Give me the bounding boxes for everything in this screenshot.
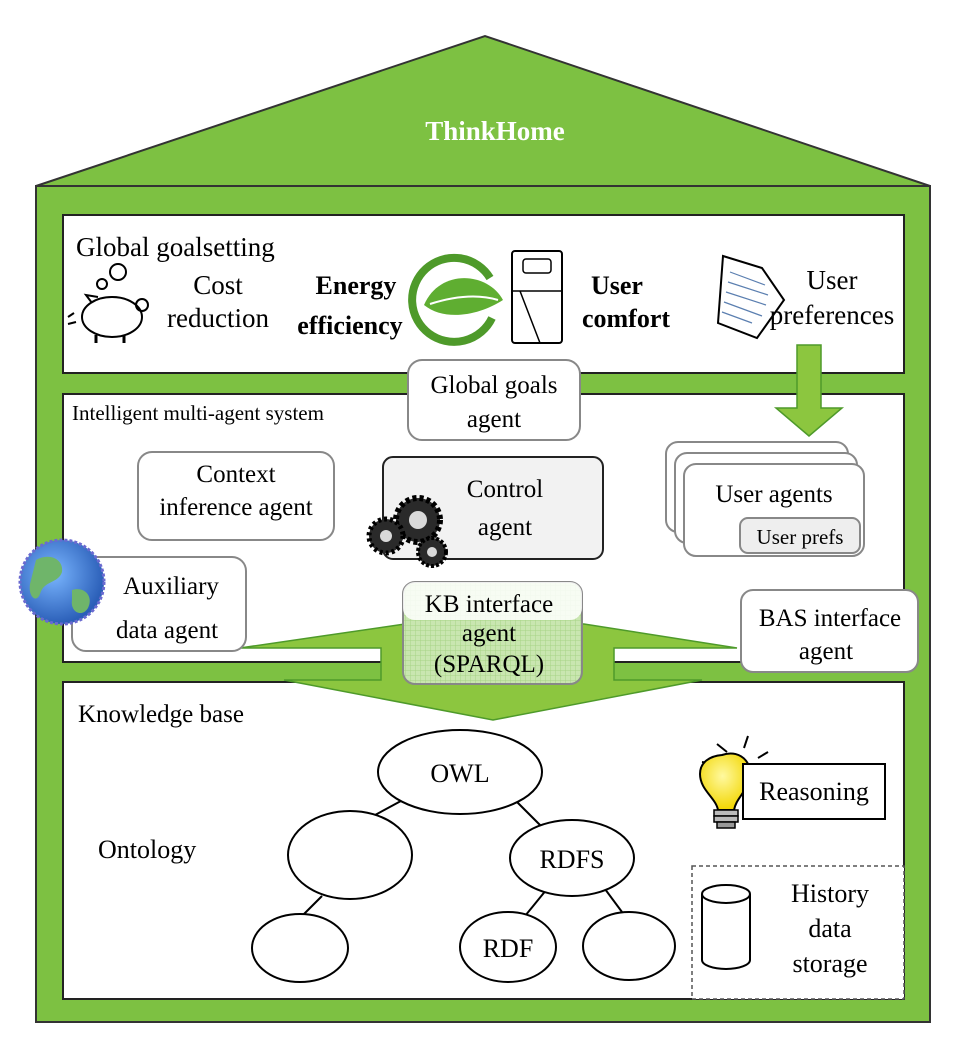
control-agent: Control agent [382, 456, 604, 560]
rdfs-node [509, 819, 635, 897]
global-goals-agent: Global goals agent [407, 359, 581, 441]
svg-text:Control: Control [467, 476, 543, 503]
ontology-label: Ontology [98, 835, 196, 864]
user-agents-stack: User agents User prefs [665, 441, 865, 557]
svg-text:Global goals: Global goals [430, 372, 557, 399]
svg-text:inference agent: inference agent [159, 494, 312, 521]
blank-node-bottom-left [251, 913, 349, 983]
piggy-bank-icon [67, 263, 149, 343]
svg-text:agent: agent [467, 406, 521, 433]
prefs-label-1: User [807, 265, 858, 295]
svg-text:Auxiliary: Auxiliary [123, 573, 219, 600]
comfort-label-2: comfort [582, 304, 670, 333]
svg-text:agent: agent [799, 638, 853, 665]
svg-text:BAS interface: BAS interface [759, 605, 901, 632]
svg-text:agent: agent [462, 620, 516, 647]
user-agents-label: User agents [715, 481, 832, 508]
ontology-tree: OWL RDFS RDF [251, 729, 676, 983]
svg-text:data agent: data agent [116, 617, 218, 644]
history-label-1: History [791, 879, 869, 908]
globe-icon [18, 538, 106, 626]
bed-icon [511, 250, 563, 344]
svg-text:agent: agent [478, 514, 532, 541]
energy-label-1: Energy [316, 271, 397, 300]
svg-text:(SPARQL): (SPARQL) [434, 651, 544, 678]
history-label-2: data [808, 914, 852, 943]
reasoning-box [742, 763, 886, 820]
house-roof [35, 34, 931, 187]
comfort-label-1: User [591, 271, 643, 300]
lightbulb-icon [698, 735, 769, 829]
blank-node-left [287, 810, 413, 900]
svg-text:Context: Context [196, 461, 275, 488]
database-cylinder-icon [701, 884, 751, 970]
document-icon [716, 254, 786, 340]
user-prefs-box [739, 517, 861, 554]
bas-interface-agent: BAS interface agent [740, 589, 919, 673]
blank-node-bottom-right [582, 911, 676, 981]
cost-label-2: reduction [167, 303, 269, 333]
prefs-label-2: preferences [770, 300, 894, 330]
house-title: ThinkHome [425, 116, 565, 146]
context-inference-agent: Context inference agent [137, 451, 335, 541]
rdf-node [459, 911, 557, 983]
rdf-label: RDF [483, 934, 534, 963]
svg-text:KB interface: KB interface [425, 591, 553, 618]
user-prefs-label: User prefs [757, 525, 844, 549]
reasoning-label: Reasoning [759, 777, 869, 806]
energy-label-2: efficiency [297, 311, 402, 340]
history-label-3: storage [792, 949, 867, 978]
owl-node [377, 729, 543, 815]
prefs-to-user-agents-arrow [773, 344, 845, 437]
rdfs-label: RDFS [539, 845, 604, 874]
auxiliary-data-agent: Auxiliary data agent [71, 556, 247, 652]
mas-heading: Intelligent multi-agent system [72, 401, 324, 425]
goalsetting-heading: Global goalsetting [76, 232, 275, 262]
kb-heading: Knowledge base [78, 701, 244, 728]
cost-label-1: Cost [193, 270, 243, 300]
leaf-icon [408, 253, 503, 346]
gears-icon [366, 495, 448, 568]
owl-label: OWL [430, 759, 489, 788]
kb-interface-agent: KB interface agent (SPARQL) [402, 581, 583, 685]
